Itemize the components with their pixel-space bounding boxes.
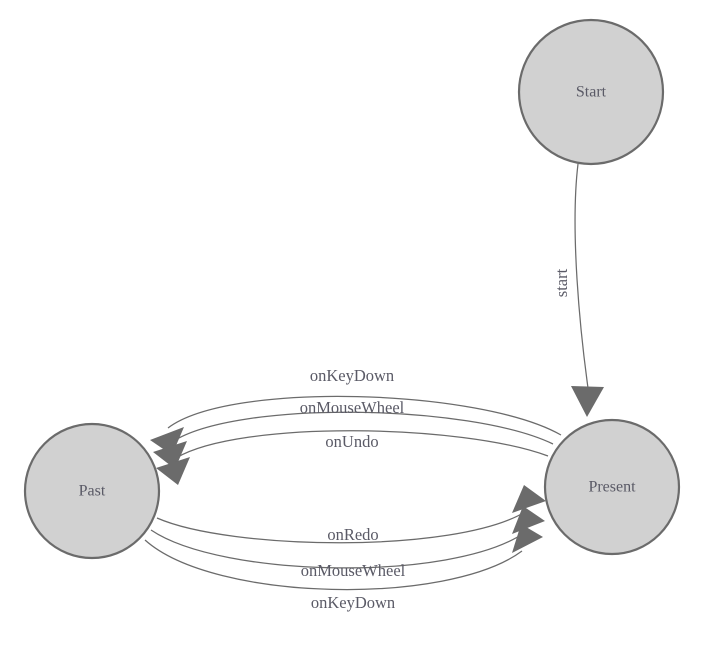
edge-past-to-present-onmousewheel-path (150, 529, 525, 569)
node-start-circle (517, 18, 665, 166)
edge-label-present-past-onkeydown: onKeyDown (310, 366, 394, 385)
edge-label-present-past-onundo: onUndo (325, 432, 378, 451)
edge-past-to-present-onredo-arrowhead (512, 485, 546, 513)
edge-label-past-present-onkeydown: onKeyDown (311, 593, 395, 612)
edge-label-start: start (552, 268, 571, 297)
node-present-label: Present (588, 479, 636, 496)
edge-past-to-present-onredo[interactable] (156, 485, 546, 544)
edge-start-to-present[interactable]: start (552, 163, 604, 417)
edge-past-to-present-onredo-path (156, 511, 526, 544)
edge-present-to-past-onkeydown-path (167, 395, 562, 436)
edge-present-to-past-onmousewheel-arrowhead (153, 441, 187, 469)
edge-start-to-present-path (574, 163, 589, 389)
edge-past-to-present-onkeydown-path (144, 539, 523, 591)
edge-past-to-present-onkeydown-arrowhead (512, 524, 543, 553)
edge-present-to-past-onmousewheel[interactable] (153, 411, 554, 469)
node-start-label: Start (576, 84, 607, 101)
node-past[interactable]: Past (23, 422, 161, 560)
edge-label-past-present-onredo: onRedo (327, 525, 378, 544)
edge-past-to-present-onkeydown[interactable] (144, 524, 543, 591)
node-past-circle (23, 422, 161, 560)
edge-present-to-past-onundo-arrowhead (156, 457, 190, 485)
edge-start-to-present-arrowhead (571, 386, 604, 417)
edge-present-to-past-onundo[interactable] (156, 430, 549, 485)
edge-label-present-past-onmousewheel: onMouseWheel (300, 398, 405, 417)
edge-present-to-past-onkeydown[interactable] (150, 395, 562, 455)
node-past-label: Past (79, 483, 106, 500)
edge-present-to-past-onundo-path (175, 430, 549, 459)
node-present[interactable]: Present (543, 418, 681, 556)
node-present-circle (543, 418, 681, 556)
edge-present-to-past-onmousewheel-path (171, 411, 554, 445)
edge-present-to-past-onkeydown-arrowhead (150, 427, 184, 455)
edge-label-past-present-onmousewheel: onMouseWheel (301, 561, 406, 580)
node-start[interactable]: Start (517, 18, 665, 166)
